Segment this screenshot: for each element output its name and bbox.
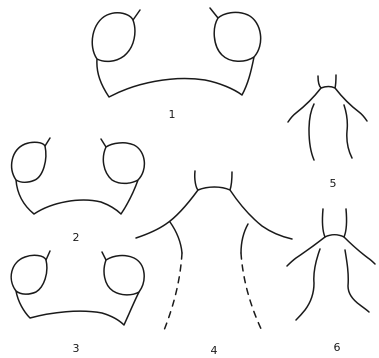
drawing-6-right-side xyxy=(345,250,369,312)
drawing-4-left-shoulder xyxy=(136,190,198,238)
drawing-2 xyxy=(12,138,145,214)
drawing-5-right-shoulder xyxy=(335,88,367,121)
drawing-3-head-outline xyxy=(16,291,139,325)
drawing-5-left-shoulder xyxy=(288,88,321,122)
drawing-1-left-eye xyxy=(92,13,135,62)
drawing-6-right-post xyxy=(344,209,347,237)
drawing-4-left-side xyxy=(170,222,182,253)
drawing-3-left-eye xyxy=(11,255,47,294)
label-4: 4 xyxy=(211,344,218,357)
drawing-6 xyxy=(287,209,375,320)
drawing-3-right-eye xyxy=(104,256,144,295)
drawing-2-head-outline xyxy=(16,180,138,214)
drawing-4-right-shoulder xyxy=(230,190,292,239)
drawing-6-left-side xyxy=(296,249,320,320)
drawing-4-left-dashed xyxy=(163,253,182,333)
drawing-5-collar xyxy=(318,75,336,88)
drawing-5 xyxy=(288,75,367,160)
drawing-4-right-side xyxy=(241,224,248,253)
drawing-4-collar xyxy=(195,171,232,190)
drawing-5-right-side xyxy=(344,105,352,158)
label-2: 2 xyxy=(73,231,80,244)
drawing-1-left-antenna xyxy=(133,10,140,20)
drawing-1-right-eye xyxy=(214,12,260,61)
drawing-5-left-side xyxy=(309,104,314,160)
label-6: 6 xyxy=(334,341,341,354)
drawing-2-left-antenna xyxy=(45,138,50,146)
label-5: 5 xyxy=(330,177,337,190)
drawing-1-head-outline xyxy=(97,57,254,97)
drawing-2-right-antenna xyxy=(101,139,106,147)
drawing-2-left-eye xyxy=(12,142,46,182)
drawing-3 xyxy=(11,251,144,325)
drawing-6-right-shoulder xyxy=(344,237,375,264)
drawing-6-collar xyxy=(325,235,344,237)
drawing-6-left-post xyxy=(322,209,325,237)
drawing-3-right-antenna xyxy=(102,252,106,260)
label-1: 1 xyxy=(169,108,176,121)
drawing-4 xyxy=(136,171,292,333)
drawing-3-left-antenna xyxy=(46,251,50,260)
drawing-2-right-eye xyxy=(103,143,144,184)
drawing-1-right-antenna xyxy=(210,8,218,18)
drawing-1 xyxy=(92,8,260,97)
drawing-4-right-dashed xyxy=(241,253,263,333)
label-3: 3 xyxy=(73,342,80,355)
